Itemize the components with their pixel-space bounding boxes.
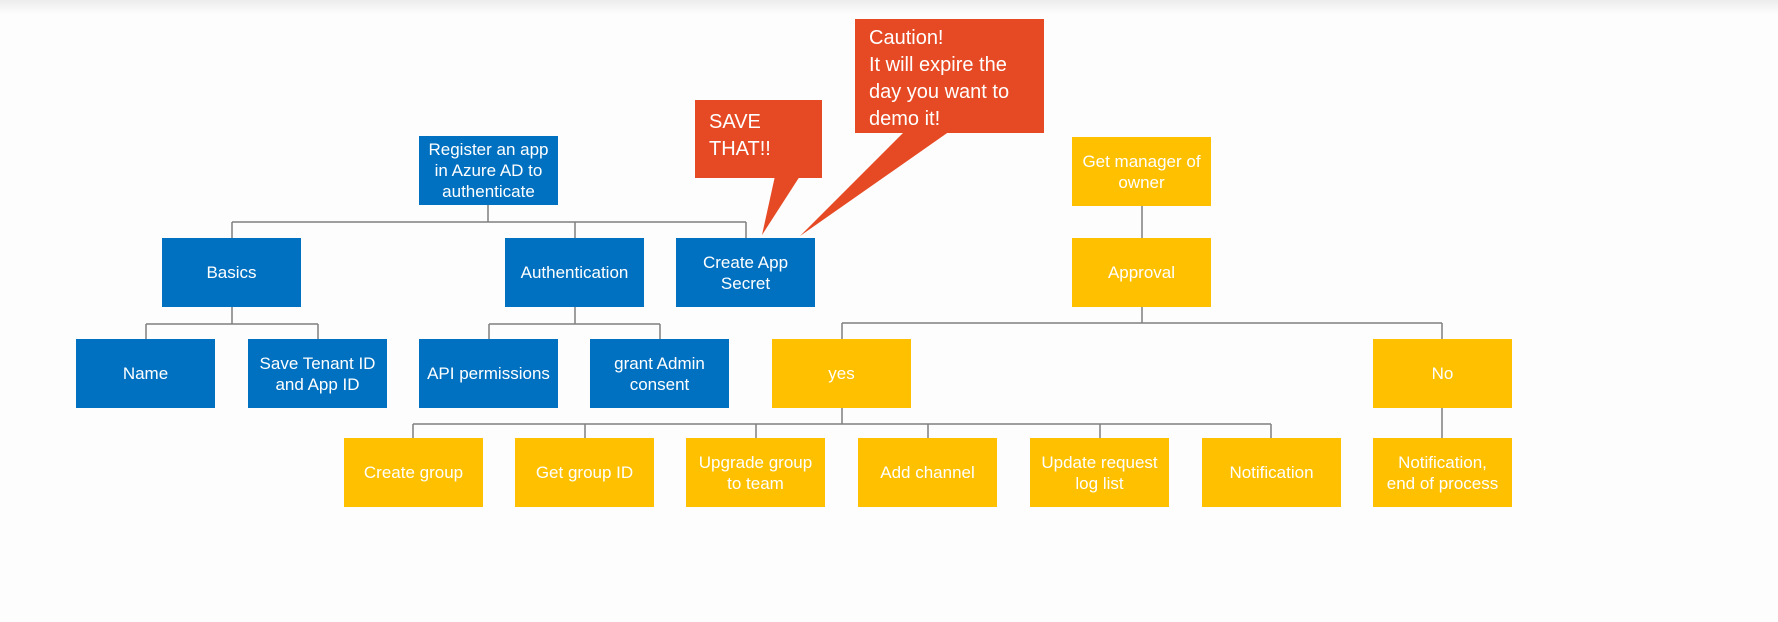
node-add-channel: Add channel [858, 438, 997, 507]
connector-authentication [488, 307, 661, 339]
node-no: No [1373, 339, 1512, 408]
node-authentication: Authentication [505, 238, 644, 307]
node-notification: Notification [1202, 438, 1341, 507]
node-yes: yes [772, 339, 911, 408]
node-upgrade-group: Upgrade group to team [686, 438, 825, 507]
connector-approval [841, 307, 1443, 339]
connector-yes [412, 408, 1272, 438]
top-shadow [0, 0, 1778, 14]
node-grant-consent: grant Admin consent [590, 339, 729, 408]
callout-caution-pointer [800, 131, 950, 236]
node-save-ids: Save Tenant ID and App ID [248, 339, 387, 408]
callout-save: SAVE THAT!! [695, 100, 822, 178]
node-approval: Approval [1072, 238, 1211, 307]
node-create-group: Create group [344, 438, 483, 507]
node-get-manager: Get manager of owner [1072, 137, 1211, 206]
node-register-app: Register an app in Azure AD to authentic… [419, 136, 558, 205]
node-notification-end: Notification, end of process [1373, 438, 1512, 507]
node-name: Name [76, 339, 215, 408]
node-basics: Basics [162, 238, 301, 307]
node-api-permissions: API permissions [419, 339, 558, 408]
connector-register [231, 205, 747, 238]
node-create-app-secret: Create App Secret [676, 238, 815, 307]
callout-caution: Caution! It will expire the day you want… [855, 19, 1044, 133]
connector-basics [145, 307, 319, 339]
callout-save-pointer [762, 176, 800, 235]
node-update-log: Update request log list [1030, 438, 1169, 507]
node-get-group-id: Get group ID [515, 438, 654, 507]
